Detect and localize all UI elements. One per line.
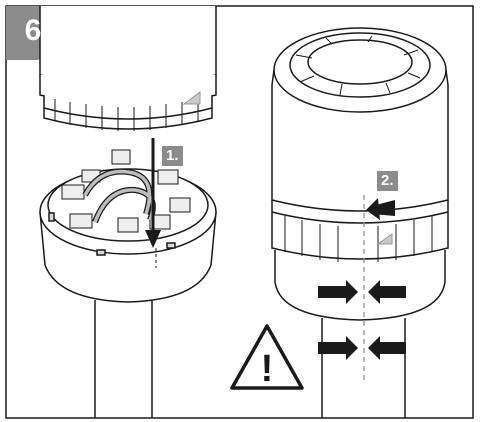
- left-arrow-icon: [368, 336, 406, 360]
- mounting-pole-right: [321, 318, 406, 418]
- mount-hole: [48, 212, 55, 222]
- left-arrow-icon: [368, 280, 406, 304]
- right-arrow-icon: [318, 336, 358, 360]
- down-arrow-icon: [145, 138, 161, 248]
- mount-hole: [166, 242, 176, 249]
- substep-label-2: 2.: [377, 171, 398, 191]
- alignment-triangle-icon: [182, 91, 201, 105]
- signal-cap-upper: [39, 6, 217, 131]
- assembled-beacon: [271, 27, 449, 321]
- left-arrow-icon: [366, 198, 395, 220]
- lens-segments: [295, 35, 421, 96]
- warning-symbol: !: [261, 348, 274, 390]
- step-number: 6: [24, 14, 42, 47]
- figure-border: [5, 5, 474, 419]
- mounting-pole-left: [94, 300, 153, 418]
- right-arrow-icon: [318, 280, 358, 304]
- warning-triangle-icon: !: [230, 324, 304, 390]
- locking-ring-ridges: [284, 216, 433, 262]
- substep-label-1: 1.: [162, 146, 183, 166]
- mount-hole: [96, 249, 106, 256]
- alignment-triangle-icon: [376, 233, 393, 245]
